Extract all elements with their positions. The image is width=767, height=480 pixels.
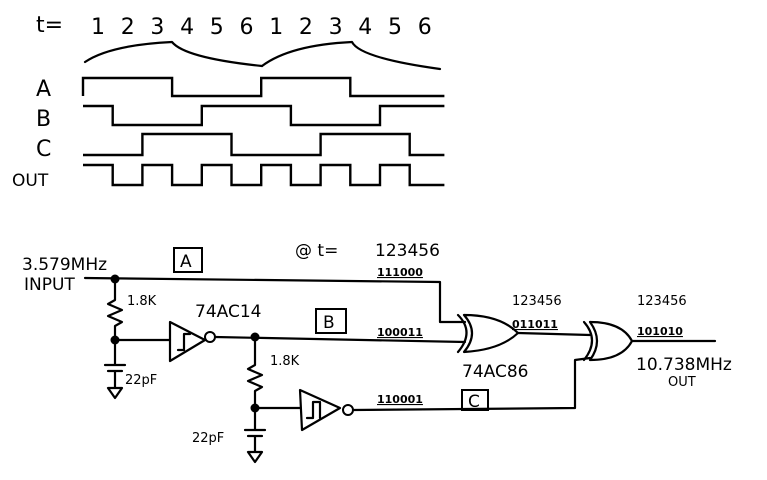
- tick-label: 6: [418, 15, 432, 40]
- node-c-box: [461, 389, 489, 411]
- node-b-bits: 100011: [377, 326, 423, 339]
- signal-label-a: A: [36, 77, 51, 102]
- xor1-output-wire: [516, 331, 592, 337]
- signal-label-out: OUT: [12, 171, 49, 191]
- inverter-bubble: [342, 404, 354, 416]
- node-b-label: B: [323, 313, 335, 333]
- resistor-2: [246, 335, 264, 410]
- xor1-bits-header: 123456: [512, 294, 562, 309]
- resistor-1-value: 1.8K: [127, 294, 157, 309]
- inverter-bubble: [204, 331, 216, 343]
- tick-label: 2: [121, 15, 135, 40]
- tick-label: 1: [91, 15, 105, 40]
- node-a-bits: 111000: [377, 266, 423, 279]
- node-a-box: [173, 247, 203, 273]
- schmitt-inverter-2: [298, 388, 342, 432]
- input-label: INPUT: [24, 275, 75, 295]
- xor-gate-1: [456, 313, 520, 354]
- node-c-bits: 110001: [377, 393, 423, 406]
- waveform-out: [83, 163, 445, 187]
- tick-label: 4: [180, 15, 194, 40]
- tick-label: 3: [150, 15, 164, 40]
- input-frequency: 3.579MHz: [22, 255, 107, 275]
- capacitor-1: [103, 338, 127, 400]
- node-a-label: A: [180, 252, 192, 272]
- xor-gate-2: [582, 320, 634, 362]
- schmitt-inverter-1: [168, 320, 207, 363]
- tick-label: 1: [269, 15, 283, 40]
- t-label: t=: [36, 13, 63, 38]
- signal-label-c: C: [36, 137, 51, 162]
- waveform-a: [81, 76, 445, 98]
- tick-label: 5: [210, 15, 224, 40]
- signal-label-b: B: [36, 107, 51, 132]
- tick-label: 5: [388, 15, 402, 40]
- sequence-header: 123456: [375, 241, 440, 261]
- waveform-b: [83, 104, 445, 127]
- capacitor-2-value: 22pF: [192, 431, 224, 446]
- capacitor-1-value: 22pF: [125, 373, 157, 388]
- capacitor-2: [243, 406, 267, 464]
- tick-label: 2: [299, 15, 313, 40]
- xor-part-number: 74AC86: [462, 362, 528, 382]
- xor1-bits: 011011: [512, 318, 558, 331]
- output-label: OUT: [668, 375, 696, 390]
- waveform-c: [83, 132, 445, 157]
- out-bits-header: 123456: [637, 294, 687, 309]
- input-wire: [83, 276, 467, 324]
- node-b-box: [315, 308, 347, 334]
- resistor-2-value: 1.8K: [270, 354, 300, 369]
- tick-label: 6: [240, 15, 254, 40]
- tick-label: 3: [329, 15, 343, 40]
- tick-label: 4: [358, 15, 372, 40]
- resistor-1: [106, 277, 124, 342]
- signal-labels: ABC OUT: [12, 77, 51, 191]
- inverter-part-number: 74AC14: [195, 302, 261, 322]
- node-c-label: C: [468, 392, 480, 412]
- period-brace-1: [83, 40, 264, 68]
- schematic: 3.579MHz INPUT @ t= 123456 111000 A 1.8K…: [22, 241, 732, 464]
- at-t-label: @ t=: [295, 241, 338, 261]
- period-brace-2: [260, 40, 442, 71]
- out-bits: 101010: [637, 325, 683, 338]
- waveforms: [81, 76, 445, 187]
- output-frequency: 10.738MHz: [636, 355, 732, 375]
